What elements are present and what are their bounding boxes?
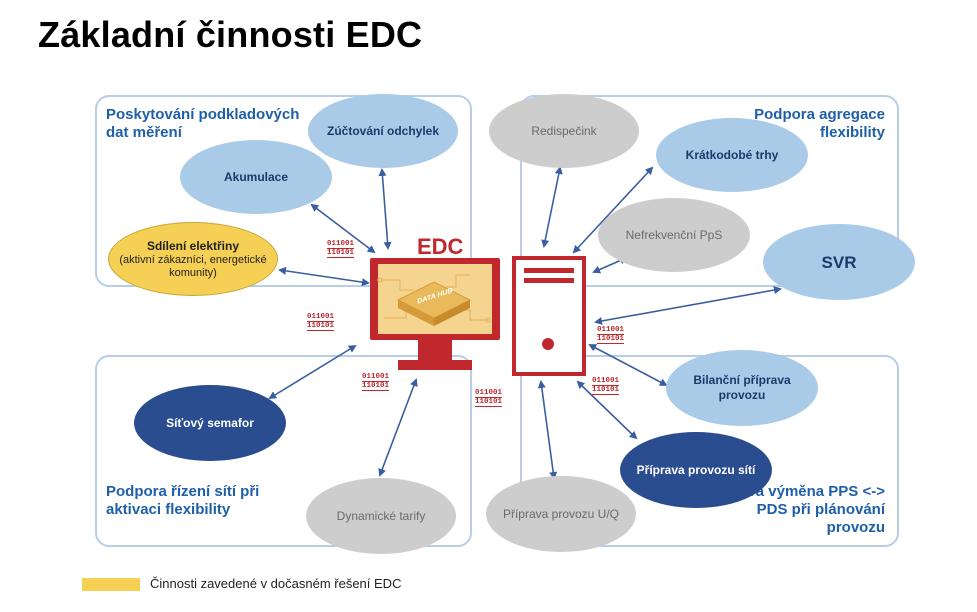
node-svr: SVR (763, 224, 915, 300)
panel-label-top-right: Podpora agregace flexibility (754, 106, 885, 141)
node-akumulace: Akumulace (180, 140, 332, 214)
node-nefrekvencni-pps: Nefrekvenční PpS (598, 198, 750, 272)
arrow-sdileni (278, 266, 370, 287)
arrow-svr (594, 286, 782, 325)
arrow-sitovy (268, 344, 357, 400)
node-priprava-provozu-siti: Příprava provozu sítí (620, 432, 772, 508)
node-redispecink: Redispečink (489, 94, 639, 168)
node-zuctovani-odchylek: Zúčtování odchylek (308, 94, 458, 168)
server-tower-icon (512, 256, 586, 376)
node-kratkodobe-trhy: Krátkodobé trhy (656, 118, 808, 192)
panel-label-bottom-left: Podpora řízení sítí při aktivaci flexibi… (106, 483, 260, 518)
node-priprava-provozu-uq: Příprava provozu U/Q (486, 476, 636, 552)
arrow-priprava-uq (537, 380, 558, 480)
legend-swatch (82, 578, 140, 591)
arrow-akumulace (310, 203, 376, 254)
arrow-kratkodobe (572, 166, 654, 254)
node-sdileni-elektriny: Sdílení elektřiny(aktivní zákazníci, ene… (108, 222, 278, 296)
arrow-zuctovani (378, 168, 392, 250)
panel-label-top-left: Poskytování podkladových dat měření (106, 106, 300, 141)
legend-text: Činnosti zavedené v dočasném řešení EDC (150, 576, 402, 591)
edc-label: EDC (417, 234, 464, 259)
node-dynamicke-tarify: Dynamické tarify (306, 478, 456, 554)
arrow-bilancni (588, 344, 668, 386)
page-title: Základní činnosti EDC (38, 14, 423, 55)
data-hub-monitor-icon (370, 258, 500, 370)
arrow-redispecink (541, 166, 563, 248)
arrow-dynamicke (378, 378, 418, 477)
node-sitovy-semafor: Síťový semafor (134, 385, 286, 461)
arrow-priprava-siti (576, 380, 638, 440)
node-bilancni-priprava-provozu: Bilanční příprava provozu (666, 350, 818, 426)
